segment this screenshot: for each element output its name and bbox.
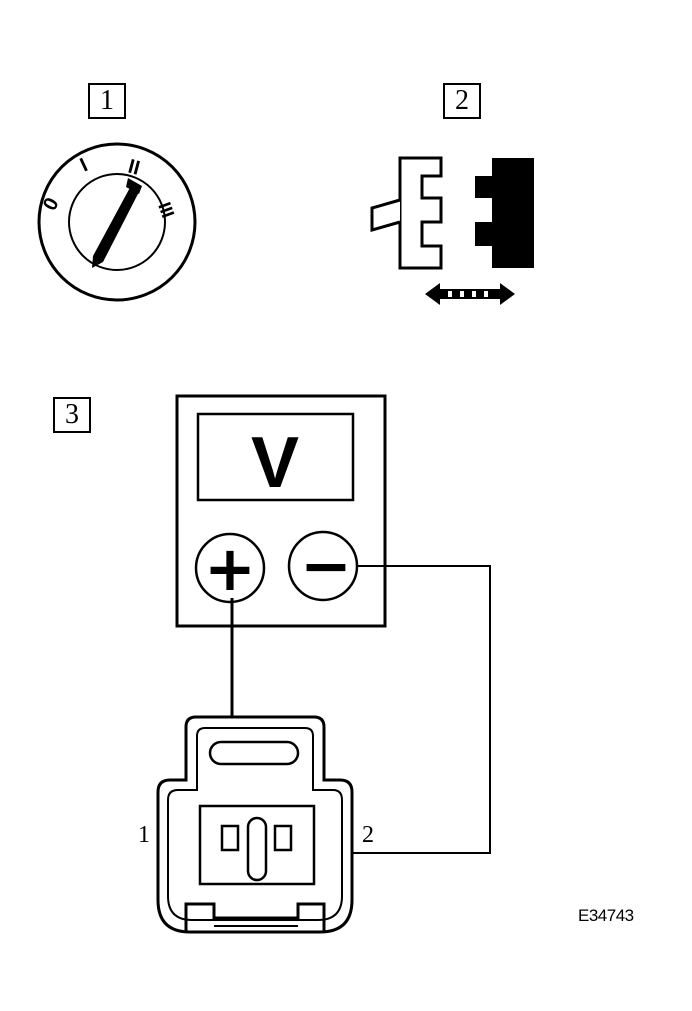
voltmeter-display: V xyxy=(251,423,299,503)
voltmeter: V + − xyxy=(175,394,387,628)
step-3-label: 3 xyxy=(53,397,91,433)
positive-terminal xyxy=(194,532,266,604)
positive-terminal-sign: + xyxy=(204,532,256,605)
pin-2-label: 2 xyxy=(362,822,374,848)
ignition-switch-icon: 0 I II III xyxy=(37,142,197,302)
step-1-label: 1 xyxy=(88,83,126,119)
pin-1-label: 1 xyxy=(138,822,150,848)
svg-text:II: II xyxy=(126,156,142,180)
step-2-label: 2 xyxy=(443,83,481,119)
svg-text:III: III xyxy=(154,200,178,221)
connector-disconnect-icon xyxy=(370,156,534,305)
harness-connector xyxy=(156,715,354,934)
figure-code: E34743 xyxy=(578,906,634,925)
negative-terminal-sign: − xyxy=(300,529,352,602)
